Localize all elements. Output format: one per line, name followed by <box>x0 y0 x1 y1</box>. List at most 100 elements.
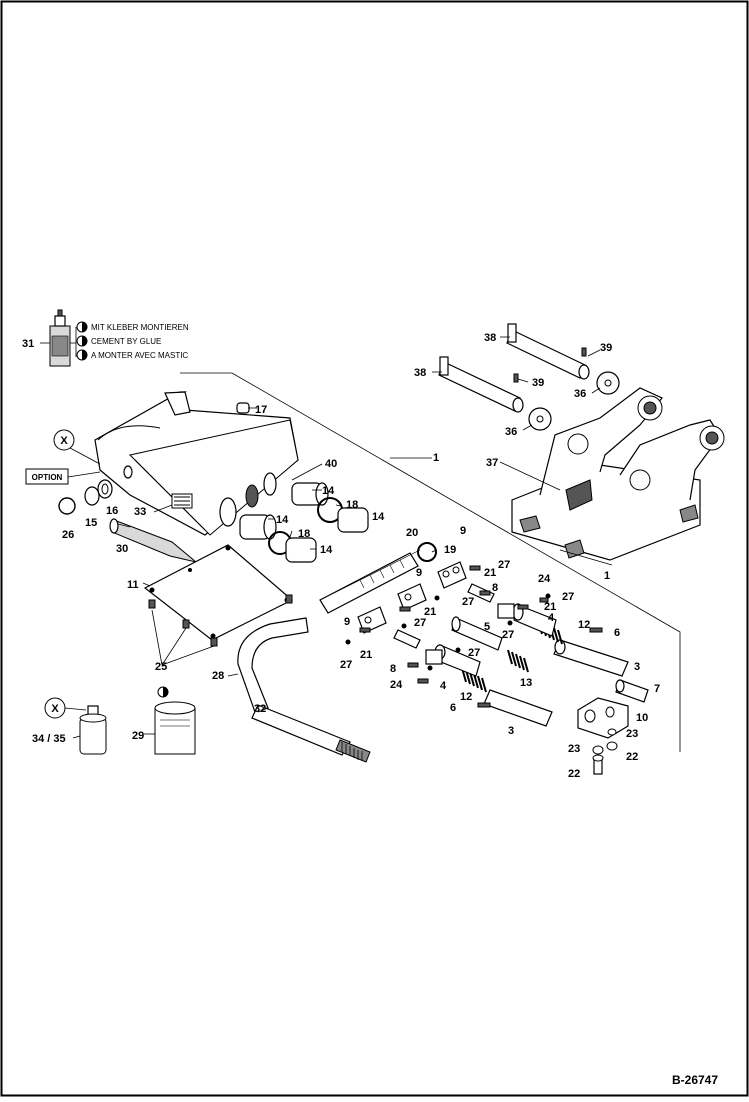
callout-14: 14 <box>320 544 333 556</box>
x-marker-top: X <box>53 429 101 465</box>
callout-12: 12 <box>578 619 590 631</box>
pin-38-upper <box>506 323 590 380</box>
assembly-lines <box>180 372 681 752</box>
rollers-and-orings <box>239 482 369 563</box>
callout-10: 10 <box>636 712 648 724</box>
callout-26: 26 <box>62 529 74 541</box>
x-marker-label: X <box>60 435 68 447</box>
spring-13 <box>507 649 529 673</box>
legend-line-en: CEMENT BY GLUE <box>91 337 161 346</box>
callout-6: 6 <box>614 627 620 639</box>
callout-21: 21 <box>360 649 372 661</box>
callout-18: 18 <box>346 499 358 511</box>
callout-8: 8 <box>390 663 396 675</box>
callout-20: 20 <box>406 527 418 539</box>
callout-24: 24 <box>390 679 403 691</box>
callout-1: 1 <box>433 452 439 464</box>
leader-lines <box>72 336 601 739</box>
callout-14: 14 <box>372 511 385 523</box>
tool-30 <box>109 518 197 563</box>
pin-7 <box>615 679 649 703</box>
callout-29: 29 <box>132 730 144 742</box>
callout-27: 27 <box>414 617 426 629</box>
option-box: OPTION <box>25 468 101 485</box>
small-pins-and-screws <box>345 565 603 708</box>
small-bushings <box>58 479 113 515</box>
callout-36: 36 <box>505 426 517 438</box>
callout-7: 7 <box>654 683 660 695</box>
callout-14: 14 <box>276 514 289 526</box>
callout-33: 33 <box>134 506 146 518</box>
callout-31: 31 <box>22 338 34 350</box>
pin-assembly-upper <box>512 603 629 677</box>
callout-13: 13 <box>520 677 532 689</box>
small-bolts-39 <box>513 347 587 383</box>
callout-24: 24 <box>538 573 551 585</box>
pin-5 <box>451 616 503 651</box>
legend-line-fr: A MONTER AVEC MASTIC <box>91 351 188 360</box>
callout-25: 25 <box>155 661 167 673</box>
callout-9: 9 <box>344 616 350 628</box>
callout-39: 39 <box>532 377 544 389</box>
glue-legend: 31 MIT KLEBER MONTIEREN CEMENT BY GLUE A… <box>22 309 189 367</box>
fitting-34-35 <box>79 705 107 755</box>
callout-23: 23 <box>568 743 580 755</box>
callout-3: 3 <box>634 661 640 673</box>
washers-36 <box>528 371 620 431</box>
callout-27: 27 <box>502 629 514 641</box>
callout-27: 27 <box>468 647 480 659</box>
callout-6: 6 <box>450 702 456 714</box>
callout-4: 4 <box>440 680 447 692</box>
o-ring-19 <box>417 542 437 562</box>
callout-19: 19 <box>444 544 456 556</box>
callout-16: 16 <box>106 505 118 517</box>
option-label: OPTION <box>32 473 63 482</box>
callout-12: 12 <box>460 691 472 703</box>
pin-38-lower <box>438 356 524 413</box>
callout-34-35: 34 / 35 <box>32 733 66 745</box>
coupler-housing <box>94 391 299 536</box>
callout-22: 22 <box>568 768 580 780</box>
callout-27: 27 <box>340 659 352 671</box>
callout-3: 3 <box>508 725 514 737</box>
callout-27: 27 <box>562 591 574 603</box>
half-circle-icon-25 <box>157 686 169 698</box>
bracket-10 <box>577 697 629 775</box>
callout-14: 14 <box>322 485 335 497</box>
callout-23: 23 <box>626 728 638 740</box>
x-marker-label-2: X <box>51 703 59 715</box>
half-circle-icon <box>76 321 88 361</box>
threaded-shaft <box>319 542 437 614</box>
plug-17 <box>236 402 250 414</box>
callout-18: 18 <box>298 528 310 540</box>
link-plates <box>357 561 515 665</box>
callout-15: 15 <box>85 517 97 529</box>
callout-37: 37 <box>486 457 498 469</box>
callout-30: 30 <box>116 543 128 555</box>
snap-ring-26 <box>58 497 76 515</box>
bushing-16 <box>97 479 113 499</box>
callout-22: 22 <box>626 751 638 763</box>
callout-9: 9 <box>460 525 466 537</box>
callout-1: 1 <box>604 570 610 582</box>
callout-21: 21 <box>484 567 496 579</box>
figure-reference: B-26747 <box>672 1073 718 1087</box>
callouts: 17 40 14 18 14 14 18 14 1 33 15 16 26 30… <box>32 332 660 780</box>
callout-38: 38 <box>414 367 426 379</box>
cartridge-29 <box>154 701 196 755</box>
release-lever <box>237 617 371 763</box>
callout-11: 11 <box>127 579 139 591</box>
callout-21: 21 <box>424 606 436 618</box>
x-marker-bottom: X <box>44 697 87 719</box>
glue-tube-icon <box>49 309 71 367</box>
callout-17: 17 <box>255 404 267 416</box>
callout-4: 4 <box>548 612 555 624</box>
callout-39: 39 <box>600 342 612 354</box>
callout-38: 38 <box>484 332 496 344</box>
callout-21: 21 <box>544 601 556 613</box>
legend-line-de: MIT KLEBER MONTIEREN <box>91 323 189 332</box>
callout-36: 36 <box>574 388 586 400</box>
